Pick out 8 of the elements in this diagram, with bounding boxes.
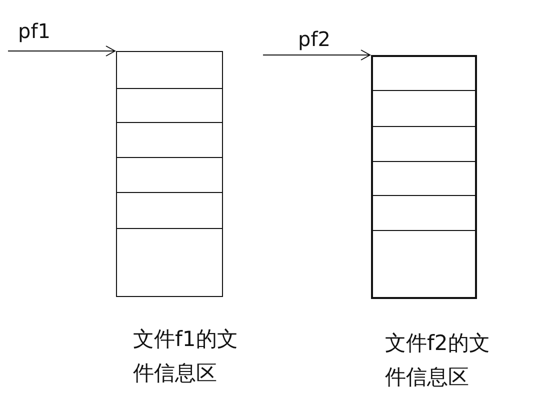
memory-block	[371, 55, 477, 299]
pointer-label: pf1	[18, 20, 50, 42]
pointer-label: pf2	[298, 28, 330, 50]
memory-block	[116, 51, 223, 297]
pointer-arrow	[8, 46, 116, 56]
pointer-arrow	[262, 50, 370, 60]
node-label: 文件f2的文件信息区	[385, 330, 491, 391]
node-label: 文件f1的文件信息区	[133, 326, 239, 387]
